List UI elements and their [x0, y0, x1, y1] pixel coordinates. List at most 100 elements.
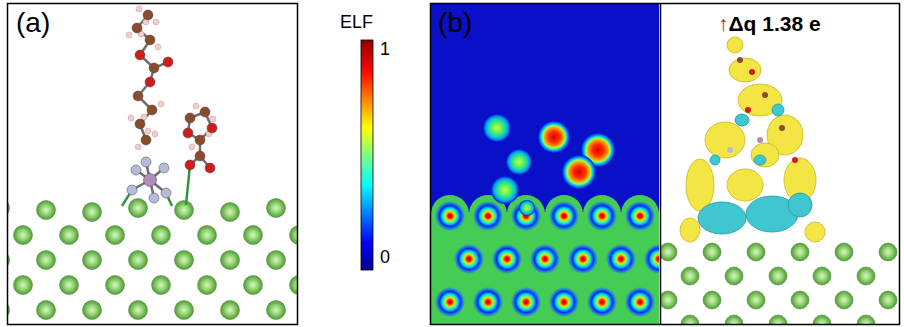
atom: [132, 23, 142, 33]
elf-atom: [587, 287, 617, 317]
atom: [727, 147, 733, 153]
li-atom: [129, 301, 148, 320]
h-atom: [152, 131, 158, 137]
li-atom: [879, 291, 897, 309]
elf-atom: [568, 244, 598, 274]
elf-atom: [511, 201, 541, 231]
charge-gain: [805, 222, 825, 242]
h-atom: [128, 115, 134, 121]
li-atom: [175, 201, 194, 220]
elf-atom: [435, 287, 465, 317]
h-atom: [193, 103, 199, 109]
li-atom: [879, 243, 897, 261]
atom: [762, 92, 768, 98]
atom: [145, 77, 155, 87]
elf-atom: [473, 287, 503, 317]
atom: [147, 105, 157, 115]
li-atom: [747, 291, 765, 309]
li-atom: [769, 315, 787, 324]
li-atom: [725, 315, 743, 324]
h-atom: [136, 6, 142, 12]
li-atom: [221, 301, 240, 320]
colorbar: [361, 40, 373, 270]
atom: [792, 157, 798, 163]
surface-bond: [186, 165, 190, 205]
elf-molecule: [538, 121, 570, 153]
panel-frame: [431, 4, 900, 325]
atom: [145, 35, 155, 45]
li-atom: [769, 267, 787, 285]
atom: [163, 57, 173, 67]
atom: [185, 160, 195, 170]
atom: [144, 174, 157, 187]
atom: [127, 185, 137, 195]
li-atom: [813, 315, 831, 324]
h-atom: [141, 114, 147, 120]
li-atom: [129, 199, 148, 218]
elf-atom: [549, 287, 579, 317]
li-atom: [37, 301, 56, 320]
atom: [159, 163, 169, 173]
h-atom: [155, 44, 161, 50]
li-atom: [175, 251, 194, 270]
li-atom: [175, 301, 194, 320]
elf-atom: [435, 201, 465, 231]
atom: [200, 107, 210, 117]
li-atom: [14, 226, 33, 245]
h-atom: [135, 144, 141, 150]
li-atom: [37, 201, 56, 220]
charge-transfer: ↑Δq 1.38 e: [718, 12, 821, 35]
elf-atom: [473, 201, 503, 231]
charge-gain: [686, 159, 714, 211]
charge-loss: [754, 155, 766, 165]
elf-atom: [587, 201, 617, 231]
colorbar-tick: 0: [380, 248, 390, 268]
h-atom: [189, 144, 195, 150]
li-atom: [703, 243, 721, 261]
elf-atom: [492, 244, 522, 274]
li-atom: [857, 267, 875, 285]
li-atom: [791, 291, 809, 309]
atom: [737, 57, 743, 63]
atom: [149, 63, 159, 73]
panel-divider: [660, 4, 662, 325]
panel-label: (a): [16, 8, 50, 39]
charge-gain: [727, 169, 763, 201]
elf-atom: [530, 244, 560, 274]
atom: [185, 113, 195, 123]
li-atom: [835, 243, 853, 261]
li-atom: [661, 243, 677, 261]
atom: [195, 151, 205, 161]
elf-atom: [549, 201, 579, 231]
atom: [205, 163, 215, 173]
panel-label: (b): [438, 8, 472, 39]
atom: [183, 128, 193, 138]
li-atom: [244, 276, 263, 295]
li-atom: [83, 203, 102, 222]
li-atom: [152, 276, 171, 295]
li-atom: [681, 267, 699, 285]
li-atom: [747, 243, 765, 261]
li-atom: [244, 226, 263, 245]
elf-molecule: [483, 114, 511, 142]
li-atom: [835, 291, 853, 309]
atom: [149, 193, 159, 203]
h-atom: [145, 128, 151, 134]
atom: [133, 91, 143, 101]
li-atom: [681, 315, 699, 324]
li-atom: [198, 226, 217, 245]
elf-atom: [606, 244, 636, 274]
charge-gain: [751, 143, 779, 167]
elf-atom: [511, 287, 541, 317]
atom: [757, 137, 763, 143]
li-atom: [83, 301, 102, 320]
li-atom: [290, 276, 298, 295]
elf-molecule: [491, 176, 519, 204]
charge-gain: [705, 122, 745, 158]
charge-gain: [727, 37, 743, 53]
h-atom: [210, 116, 216, 122]
li-atom: [221, 251, 240, 270]
atom: [141, 157, 151, 167]
li-atom: [106, 226, 125, 245]
